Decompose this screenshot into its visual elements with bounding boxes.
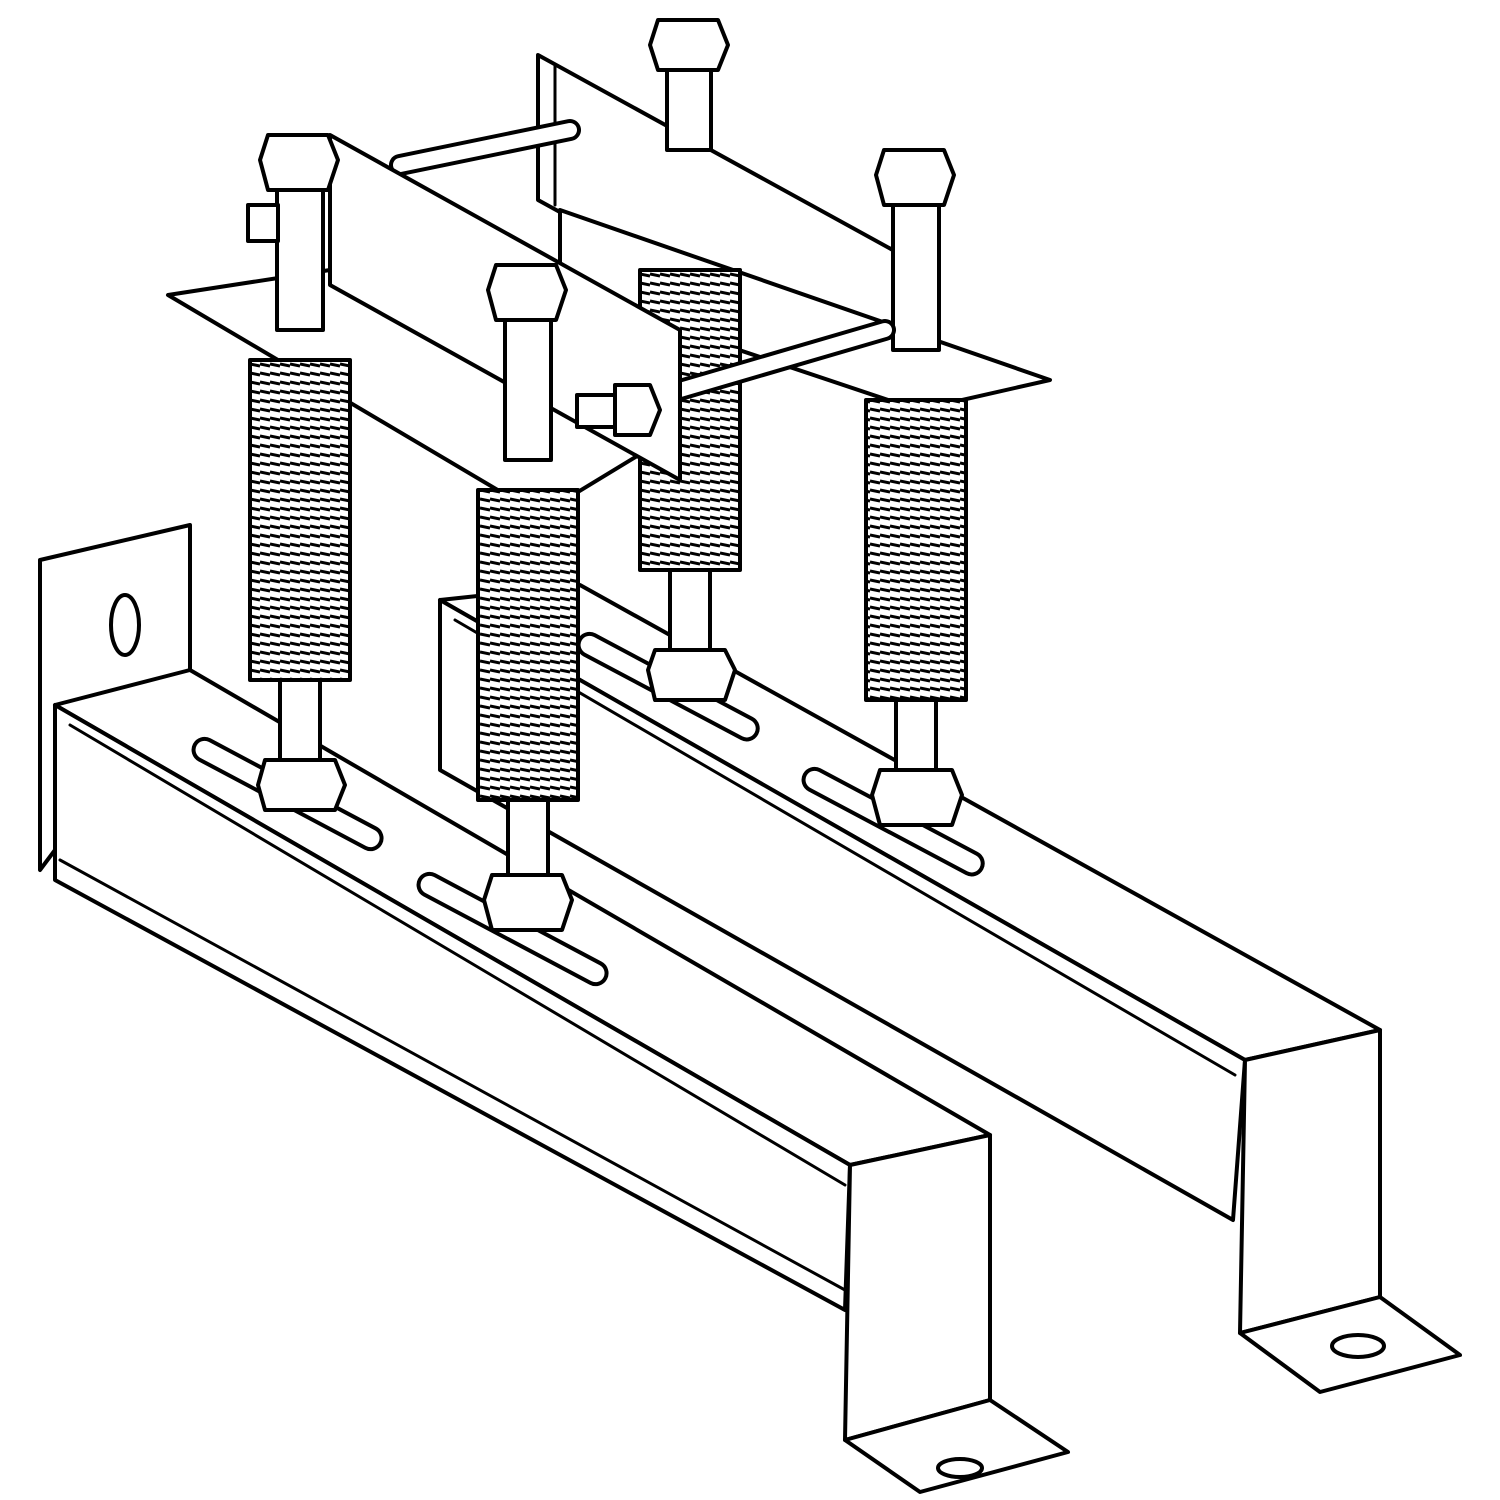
- right-channel-web: [438, 598, 1247, 1222]
- left-grease-fitting: [246, 203, 280, 243]
- center-spring-coil: [476, 488, 580, 802]
- back-nut: [646, 648, 737, 702]
- left-spring-coil: [248, 358, 352, 682]
- left-channel-web: [53, 703, 852, 1312]
- left-nut: [256, 758, 347, 812]
- right-foot-slot: [1330, 1333, 1386, 1359]
- center-spring-isolator: [476, 263, 662, 932]
- left-spring-isolator: [246, 133, 352, 812]
- back-top-nut: [648, 18, 730, 72]
- left-top-nut: [258, 133, 340, 192]
- right-top-nut: [874, 148, 956, 207]
- center-nut: [482, 873, 574, 932]
- right-nut: [870, 768, 964, 827]
- upper-cross-rod: [393, 123, 577, 172]
- center-top-nut: [486, 263, 568, 322]
- left-vertical-leg: [843, 1133, 992, 1442]
- center-grease-fitting: [575, 393, 619, 429]
- right-spring-isolator: [864, 148, 968, 827]
- right-vertical-leg: [1238, 1028, 1382, 1335]
- center-fitting-nut: [613, 383, 662, 437]
- right-spring-coil: [864, 398, 968, 702]
- lower-cross-rod: [673, 323, 892, 397]
- left-back-plate-slot: [109, 593, 141, 657]
- left-foot-plate: [843, 1398, 1070, 1494]
- left-foot-slot: [936, 1457, 984, 1479]
